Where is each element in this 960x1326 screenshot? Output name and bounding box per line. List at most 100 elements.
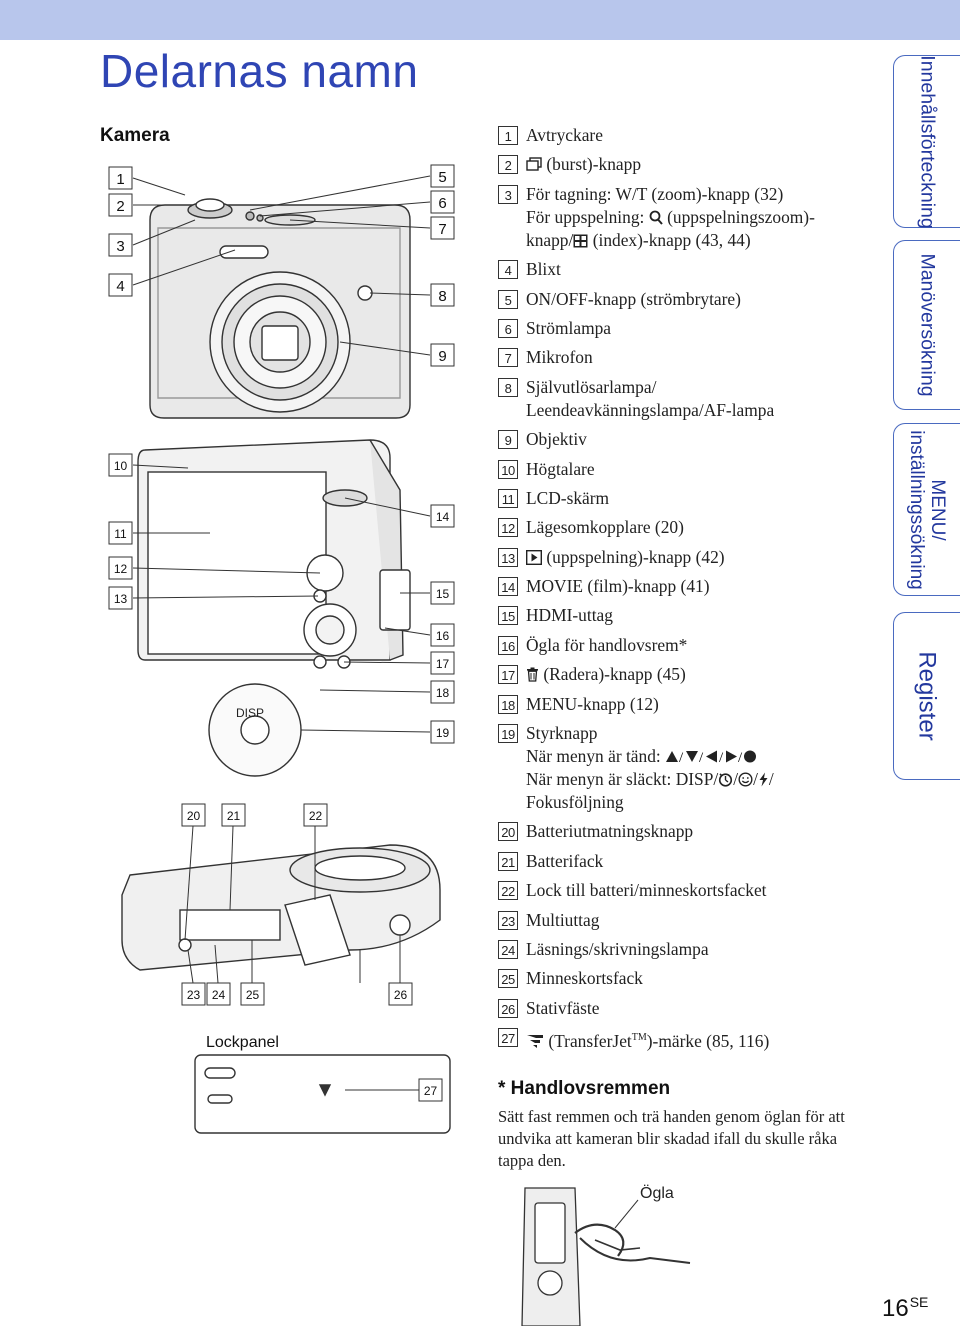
tab-menu-installningssokning[interactable]: MENU/inställningssökning [893, 423, 960, 596]
strap-label: Ögla [640, 1184, 674, 1202]
arrow-keys-icon: / / / / [666, 750, 757, 764]
svg-text:17: 17 [436, 657, 450, 671]
svg-text:7: 7 [438, 221, 446, 238]
svg-text:5: 5 [438, 169, 446, 186]
tab-register[interactable]: Register [893, 612, 960, 780]
callout-25: 25 [240, 982, 265, 1006]
callout-17: 17 [430, 651, 455, 675]
callout-9: 9 [430, 343, 455, 367]
svg-text:2: 2 [116, 198, 124, 215]
svg-text:8: 8 [438, 288, 446, 305]
page-number: 16SE [882, 1294, 929, 1322]
callout-1: 1 [108, 166, 133, 190]
svg-text:12: 12 [114, 562, 128, 576]
callout-6: 6 [430, 190, 455, 214]
list-item: 17 (Radera)-knapp (45) [498, 663, 858, 686]
callout-5: 5 [430, 164, 455, 188]
transferjet-icon [527, 1034, 543, 1048]
svg-text:16: 16 [436, 629, 450, 643]
camera-illustration: 1 2 3 4 5 6 7 8 9 10 11 12 13 14 15 16 1… [108, 164, 455, 1134]
camera-back-view [137, 439, 411, 669]
svg-text:11: 11 [114, 527, 127, 541]
callout-7: 7 [430, 216, 455, 240]
top-bar [0, 0, 960, 40]
note-title: * Handlovsremmen [498, 1078, 671, 1099]
callout-12: 12 [108, 556, 133, 580]
svg-text:20: 20 [187, 809, 201, 823]
callout-8: 8 [430, 283, 455, 307]
trash-icon [527, 667, 538, 682]
lockpanel-label: Lockpanel [206, 1034, 279, 1051]
burst-icon [526, 157, 542, 172]
disp-label: DISP [236, 706, 264, 720]
list-item: 3 För tagning: W/T (zoom)-knapp (32) För… [498, 183, 858, 252]
self-timer-icon [719, 773, 733, 787]
list-item: 19 Styrknapp När menyn är tänd: //// När… [498, 722, 858, 814]
callout-24: 24 [206, 982, 231, 1006]
callout-22: 22 [303, 803, 328, 827]
svg-text:27: 27 [424, 1084, 438, 1098]
tab-innehallsforteckning[interactable]: Innehållsförteckning [893, 55, 960, 228]
playback-icon [526, 549, 542, 565]
list-item: 13 (uppspelning)-knapp (42) [498, 546, 858, 569]
callout-23: 23 [181, 982, 206, 1006]
note-body: Sätt fast remmen och trä handen genom ög… [498, 1107, 845, 1170]
tab-manoversokning[interactable]: Manöversökning [893, 240, 960, 410]
callout-15: 15 [430, 581, 455, 605]
svg-text:25: 25 [246, 988, 260, 1002]
callout-20: 20 [181, 803, 206, 827]
svg-text:/: / [738, 750, 743, 764]
callout-10: 10 [108, 453, 133, 477]
svg-text:/: / [699, 750, 704, 764]
svg-text:24: 24 [212, 988, 226, 1002]
svg-text:1: 1 [116, 171, 124, 188]
callout-26: 26 [388, 982, 413, 1006]
svg-text:10: 10 [114, 459, 128, 473]
smile-icon [738, 772, 753, 787]
callout-11: 11 [108, 521, 133, 545]
svg-text:13: 13 [114, 592, 128, 606]
svg-text:6: 6 [438, 195, 446, 212]
callout-13: 13 [108, 586, 133, 610]
svg-text:/: / [679, 750, 684, 764]
callout-19: 19 [430, 720, 455, 744]
callout-14: 14 [430, 504, 455, 528]
svg-text:14: 14 [436, 510, 450, 524]
zoom-magnifier-icon [649, 210, 663, 225]
svg-text:18: 18 [436, 686, 450, 700]
svg-text:26: 26 [394, 988, 408, 1002]
section-heading: Kamera [100, 125, 170, 146]
svg-text:3: 3 [116, 238, 124, 255]
flash-icon [759, 772, 768, 787]
list-item: 2 (burst)-knapp [498, 153, 858, 176]
callout-18: 18 [430, 680, 455, 704]
svg-text:4: 4 [116, 278, 124, 295]
svg-text:15: 15 [436, 587, 450, 601]
callout-21: 21 [221, 803, 246, 827]
svg-text:/: / [719, 750, 724, 764]
wrist-strap-illustration: Ögla [521, 1184, 691, 1326]
callout-3: 3 [108, 233, 133, 257]
callout-27: 27 [418, 1078, 443, 1102]
lockpanel-view [194, 1054, 451, 1134]
svg-text:21: 21 [227, 809, 241, 823]
